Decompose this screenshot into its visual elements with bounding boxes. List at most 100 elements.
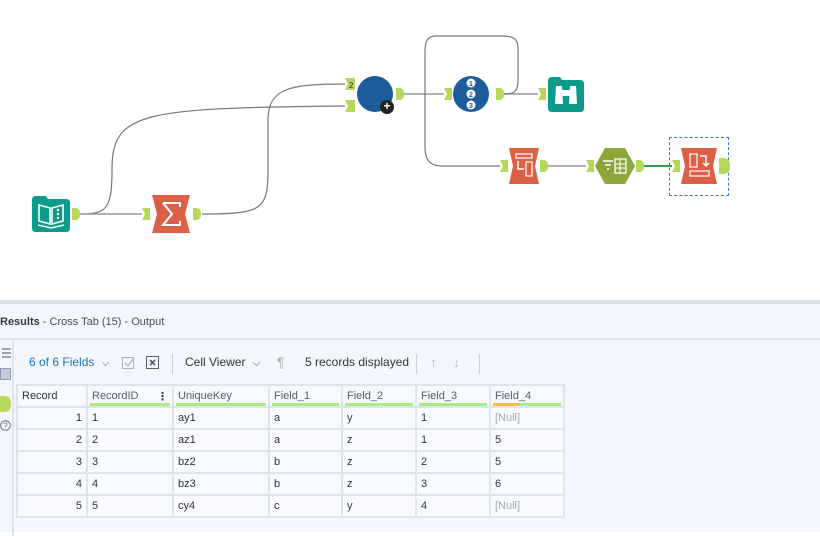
table-cell[interactable]: z xyxy=(341,472,417,496)
record-id-tool[interactable]: 1 2 3 xyxy=(452,75,492,115)
connection-recordid-to-transpose[interactable] xyxy=(424,35,519,167)
arrow-down-icon[interactable]: ↓ xyxy=(453,354,460,370)
transpose-tool[interactable] xyxy=(509,148,539,184)
data-quality-bar xyxy=(493,403,561,406)
record-number-cell[interactable]: 2 xyxy=(16,428,88,452)
toolbar-divider xyxy=(416,354,417,374)
table-cell[interactable]: a xyxy=(268,406,343,430)
deselect-all-icon[interactable] xyxy=(146,356,159,369)
numbered-list-icon: 1 2 3 xyxy=(453,76,489,112)
table-cell[interactable]: 1 xyxy=(86,406,174,430)
arrow-up-icon[interactable]: ↑ xyxy=(430,354,437,370)
output-anchor-icon[interactable] xyxy=(0,396,12,412)
output-anchor[interactable] xyxy=(496,88,504,100)
column-header-label: UniqueKey xyxy=(178,390,232,402)
table-cell[interactable]: 5 xyxy=(86,494,174,518)
column-header-recordid[interactable]: RecordID ⋮ xyxy=(86,384,174,408)
select-all-checkbox-icon[interactable] xyxy=(122,356,135,369)
input-data-tool[interactable] xyxy=(32,196,70,232)
input-anchor[interactable] xyxy=(586,160,594,172)
table-cell[interactable]: b xyxy=(268,472,343,496)
record-number-cell[interactable]: 3 xyxy=(16,450,88,474)
table-cell[interactable]: bz3 xyxy=(172,472,270,496)
column-header-field4[interactable]: Field_4 xyxy=(489,384,565,408)
connection-summarize-to-join[interactable] xyxy=(201,83,346,215)
summarize-tool[interactable] xyxy=(152,195,190,233)
plus-badge-icon[interactable]: + xyxy=(380,100,394,114)
table-cell[interactable]: y xyxy=(341,406,417,430)
output-anchor[interactable] xyxy=(396,88,404,100)
table-cell[interactable]: bz2 xyxy=(172,450,270,474)
menu-icon[interactable] xyxy=(1,348,12,358)
output-anchor[interactable] xyxy=(540,160,548,172)
column-header-field3[interactable]: Field_3 xyxy=(415,384,491,408)
cell-viewer-dropdown[interactable]: Cell Viewer ⌵ xyxy=(185,344,260,380)
select-table-tool[interactable] xyxy=(595,148,635,184)
input-anchor[interactable] xyxy=(500,160,508,172)
output-anchor[interactable] xyxy=(719,158,730,174)
output-anchor[interactable] xyxy=(193,208,201,220)
table-cell[interactable]: z xyxy=(341,428,417,452)
column-header-field1[interactable]: Field_1 xyxy=(268,384,343,408)
fields-dropdown[interactable]: 6 of 6 Fields ⌵ xyxy=(29,344,109,380)
column-header-field2[interactable]: Field_2 xyxy=(341,384,417,408)
svg-text:?: ? xyxy=(3,422,8,431)
table-cell[interactable]: 3 xyxy=(415,472,491,496)
table-cell[interactable]: 2 xyxy=(86,428,174,452)
record-number-cell[interactable]: 4 xyxy=(16,472,88,496)
column-header-label: Field_3 xyxy=(421,390,458,402)
data-quality-bar xyxy=(345,403,413,406)
table-cell[interactable]: 3 xyxy=(86,450,174,474)
table-cell[interactable]: 4 xyxy=(86,472,174,496)
table-cell[interactable]: 1 xyxy=(415,406,491,430)
browse-tool[interactable] xyxy=(548,77,584,112)
connection-input-to-join[interactable] xyxy=(77,105,346,215)
table-cell[interactable]: a xyxy=(268,428,343,452)
table-cell[interactable]: 6 xyxy=(489,472,565,496)
output-anchor[interactable] xyxy=(636,160,644,172)
column-header-record[interactable]: Record xyxy=(16,384,88,408)
table-cell[interactable]: [Null] xyxy=(489,494,565,518)
workflow-canvas[interactable]: 2 + 1 2 3 xyxy=(0,0,820,300)
input-anchor[interactable] xyxy=(444,88,452,100)
table-cell[interactable]: [Null] xyxy=(489,406,565,430)
column-header-uniquekey[interactable]: UniqueKey xyxy=(172,384,270,408)
table-cell[interactable]: 5 xyxy=(489,428,565,452)
table-cell[interactable]: cy4 xyxy=(172,494,270,518)
table-cell[interactable]: ay1 xyxy=(172,406,270,430)
table-cell[interactable]: y xyxy=(341,494,417,518)
cross-tab-tool[interactable] xyxy=(681,148,717,184)
toolbar-divider xyxy=(479,354,480,374)
record-number-cell[interactable]: 5 xyxy=(16,494,88,518)
column-header-label: Field_2 xyxy=(347,390,384,402)
table-cell[interactable]: 5 xyxy=(489,450,565,474)
pilcrow-icon[interactable]: ¶ xyxy=(277,354,285,370)
table-cell[interactable]: z xyxy=(341,450,417,474)
help-icon[interactable]: ? xyxy=(0,420,11,431)
input-anchor[interactable] xyxy=(142,208,150,220)
table-cell[interactable]: 2 xyxy=(415,450,491,474)
toolbar-divider xyxy=(172,354,173,374)
input-anchor[interactable] xyxy=(538,88,546,100)
table-view-icon[interactable] xyxy=(0,368,11,380)
table-cell[interactable]: b xyxy=(268,450,343,474)
input-anchor-1[interactable]: 2 xyxy=(345,78,355,90)
table-cell[interactable]: 4 xyxy=(415,494,491,518)
svg-text:2: 2 xyxy=(469,92,473,99)
sigma-icon xyxy=(152,195,190,233)
table-cell[interactable]: az1 xyxy=(172,428,270,452)
input-anchor-2[interactable] xyxy=(345,100,355,112)
column-menu-icon[interactable]: ⋮ xyxy=(157,391,168,403)
record-number-cell[interactable]: 1 xyxy=(16,406,88,430)
input-anchor[interactable] xyxy=(672,160,680,172)
output-anchor[interactable] xyxy=(72,208,80,220)
fields-dropdown-label: 6 of 6 Fields xyxy=(29,355,95,369)
table-cell[interactable]: 1 xyxy=(415,428,491,452)
table-cell[interactable]: c xyxy=(268,494,343,518)
